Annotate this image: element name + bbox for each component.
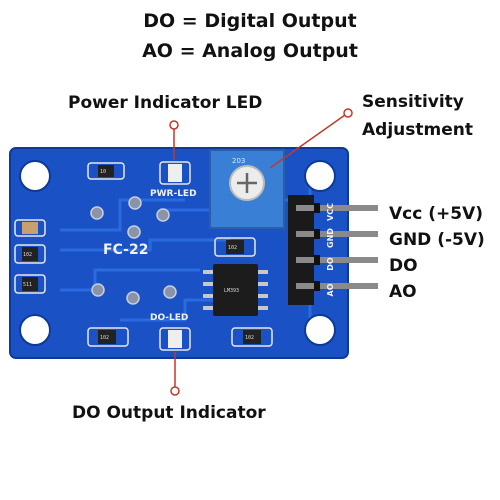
pin-silk-do: DO [326, 257, 335, 271]
potentiometer: 203 [209, 149, 285, 229]
do-led-silk: DO-LED [150, 313, 188, 323]
mounting-hole-top-left [19, 160, 51, 192]
solder-pads [90, 196, 177, 305]
legend-do-definition: DO = Digital Output [143, 10, 357, 32]
pwr-led-silk: PWR-LED [150, 189, 197, 199]
mounting-hole-bottom-right [304, 314, 336, 346]
smd-resistor-group-left: 10 102 511 102 102 102 [14, 162, 273, 347]
pin-label-gnd: GND (-5V) [389, 230, 485, 250]
pin-label-do: DO [389, 256, 418, 276]
power-led [159, 161, 191, 185]
callout-sensitivity-line2: Adjustment [362, 120, 473, 140]
pin-label-ao: AO [389, 282, 417, 302]
callout-sensitivity-line1: Sensitivity [362, 92, 464, 112]
pin-silk-ao: AO [326, 283, 335, 296]
pin-silk-gnd: GND [326, 228, 335, 248]
callout-power-led: Power Indicator LED [68, 93, 263, 113]
pot-marking: 203 [232, 157, 245, 165]
chip-marking: LM393 [224, 288, 239, 294]
board-model-silk: FC-22 [103, 242, 148, 258]
smd-marking: 102 [100, 335, 109, 341]
mounting-hole-top-right [304, 160, 336, 192]
comparator-chip: LM393 [203, 264, 268, 316]
callout-do-output-indicator: DO Output Indicator [72, 403, 266, 423]
mounting-hole-bottom-left [19, 314, 51, 346]
pin-label-vcc: Vcc (+5V) [389, 204, 483, 224]
pin-header [288, 195, 378, 305]
pin-silk-vcc: VCC [326, 203, 335, 221]
callout-lines [169, 108, 353, 396]
smd-marking: 511 [23, 282, 32, 288]
smd-marking: 102 [245, 335, 254, 341]
legend-ao-definition: AO = Analog Output [142, 40, 358, 62]
smd-marking: 10 [100, 169, 106, 175]
smd-marking: 102 [23, 252, 32, 258]
do-led [159, 327, 191, 351]
smd-marking: 102 [228, 245, 237, 251]
